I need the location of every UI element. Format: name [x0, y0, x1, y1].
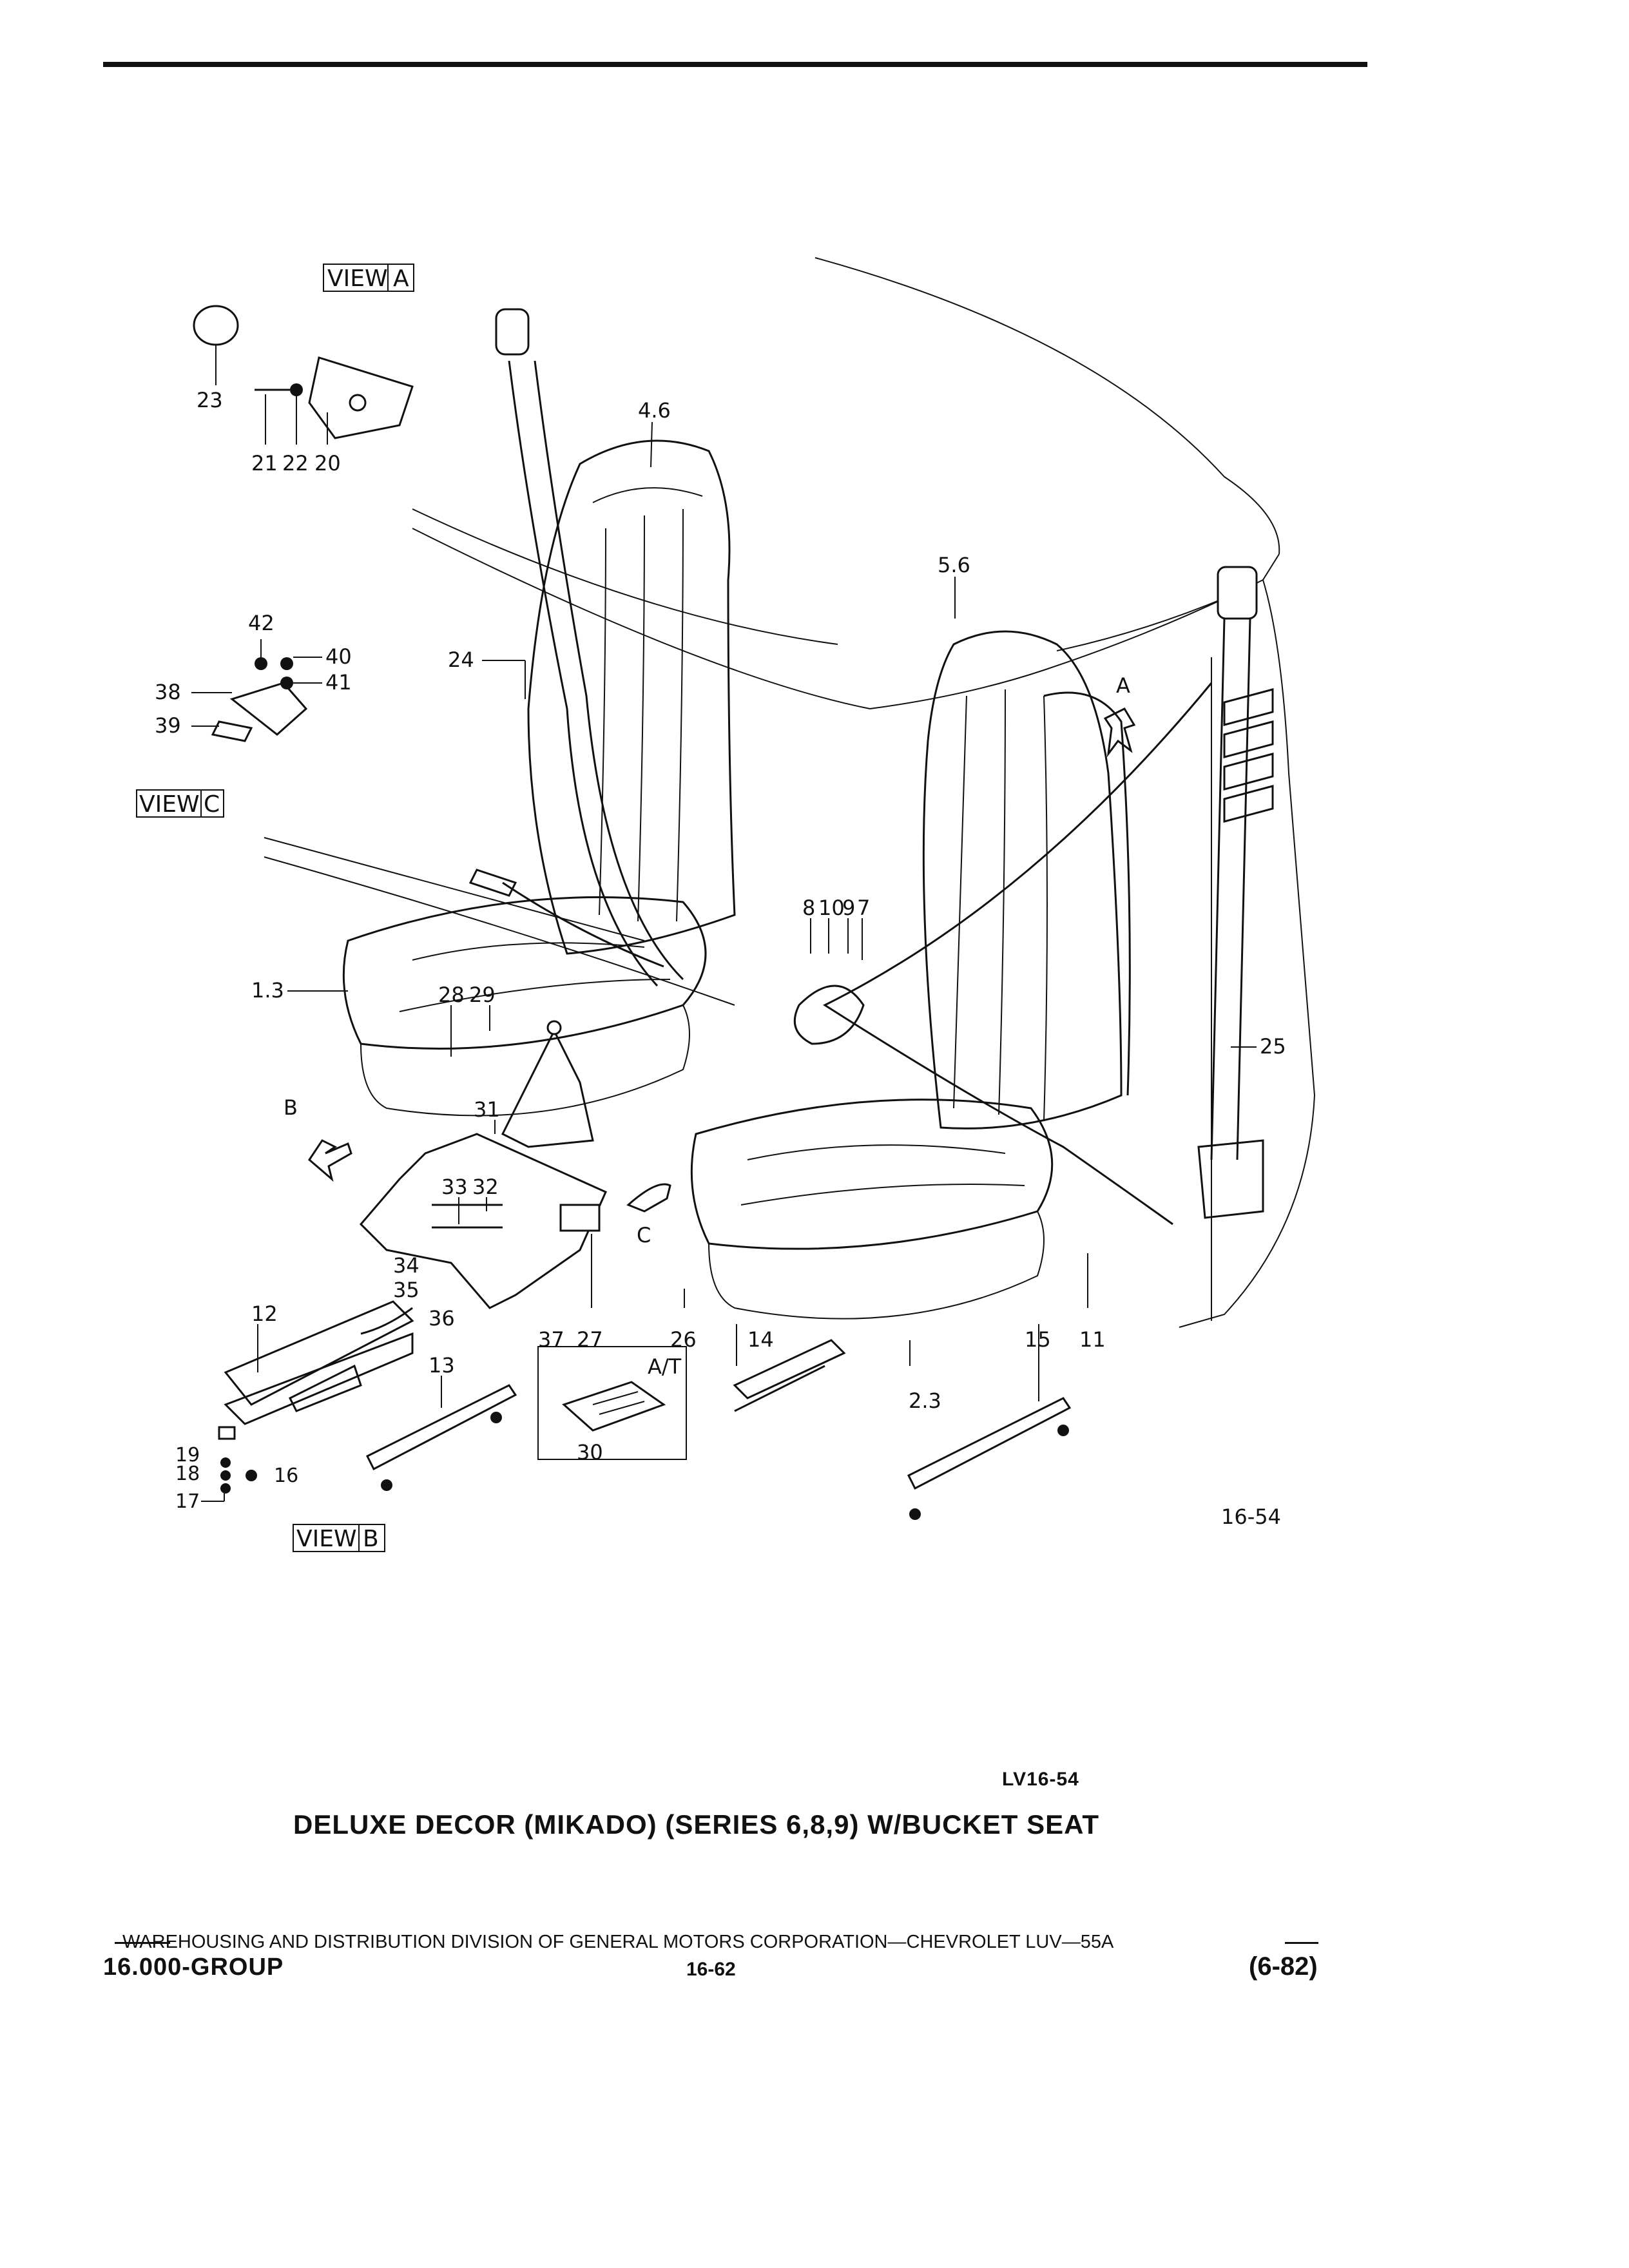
callout-8: 8 [802, 896, 815, 920]
view-b-adjuster [218, 1300, 414, 1494]
callout-37: 37 [538, 1327, 564, 1352]
callout-21: 21 [251, 451, 278, 476]
callout-41: 41 [325, 670, 352, 695]
callout-34: 34 [393, 1253, 419, 1278]
diagram-title: DELUXE DECOR (MIKADO) (SERIES 6,8,9) W/B… [293, 1809, 1099, 1840]
callout-12: 12 [251, 1302, 278, 1326]
seat-rails [365, 1339, 1072, 1520]
callout-labels: 23 21 22 20 42 40 41 38 39 24 4.6 5.6 A … [155, 388, 1286, 1529]
callout-16: 16 [274, 1465, 298, 1487]
footer-date: (6-82) [1249, 1952, 1318, 1981]
view-c-label: VIEW C [136, 789, 224, 818]
figure-number: 16-54 [1221, 1504, 1281, 1529]
callout-40: 40 [325, 644, 352, 669]
footer-rule-right [1285, 1942, 1318, 1944]
callout-38: 38 [155, 680, 181, 704]
callout-a-arrow: A [1116, 673, 1130, 698]
callout-17: 17 [175, 1490, 200, 1513]
callout-19: 19 [175, 1444, 200, 1466]
plate-number: LV16-54 [1002, 1769, 1079, 1790]
svg-text:VIEW: VIEW [139, 791, 200, 818]
cab-outline [264, 257, 1316, 1328]
right-seat [690, 630, 1131, 1320]
callout-35: 35 [393, 1278, 419, 1302]
svg-text:VIEW: VIEW [327, 265, 388, 292]
svg-text:A: A [393, 265, 409, 292]
callout-22: 22 [282, 451, 309, 476]
callout-c-arrow: C [637, 1223, 651, 1247]
belt-right [793, 566, 1264, 1225]
callout-14: 14 [747, 1327, 774, 1352]
view-a-detail [193, 305, 414, 439]
svg-text:C: C [204, 791, 220, 818]
callout-15: 15 [1025, 1327, 1051, 1352]
callout-31: 31 [474, 1097, 500, 1122]
callout-28: 28 [438, 983, 465, 1007]
callout-7: 7 [857, 896, 870, 920]
header-rule [103, 62, 1367, 67]
leader-lines [191, 345, 1257, 1502]
callout-32: 32 [472, 1175, 499, 1199]
callout-2-3: 2.3 [909, 1389, 941, 1413]
callout-36: 36 [429, 1306, 455, 1331]
callout-27: 27 [577, 1327, 603, 1352]
callout-33: 33 [441, 1175, 468, 1199]
callout-1-3: 1.3 [251, 978, 284, 1003]
cab-vents [1223, 688, 1274, 823]
belt-left [468, 308, 684, 987]
callout-25: 25 [1260, 1034, 1286, 1059]
callout-26: 26 [670, 1327, 697, 1352]
callout-9: 9 [842, 896, 855, 920]
callout-10: 10 [818, 896, 845, 920]
callout-5-6: 5.6 [938, 553, 970, 577]
callout-24: 24 [448, 648, 474, 672]
callout-20: 20 [314, 451, 341, 476]
callout-30: 30 [577, 1440, 603, 1465]
callout-11: 11 [1079, 1327, 1106, 1352]
footer-rule-left [115, 1942, 170, 1944]
svg-text:VIEW: VIEW [296, 1526, 357, 1552]
view-a-label: VIEW A [323, 264, 414, 292]
console-shifter [359, 1020, 607, 1309]
svg-text:B: B [363, 1526, 379, 1552]
view-c-detail [211, 657, 308, 742]
page-number: 16-62 [686, 1959, 736, 1980]
callout-13: 13 [429, 1353, 455, 1378]
callout-23: 23 [197, 388, 223, 412]
callout-18: 18 [175, 1463, 200, 1485]
callout-b-arrow: B [284, 1095, 298, 1120]
callout-42: 42 [248, 611, 275, 635]
callout-at: A/T [648, 1354, 682, 1379]
footer-group: 16.000-GROUP [103, 1954, 284, 1981]
at-inset [537, 1346, 687, 1460]
footer-division: WAREHOUSING AND DISTRIBUTION DIVISION OF… [122, 1932, 1114, 1952]
left-seat [342, 439, 736, 1117]
view-b-label: VIEW B [293, 1524, 385, 1552]
view-arrows [308, 707, 1136, 1213]
callout-39: 39 [155, 713, 181, 738]
callout-29: 29 [469, 983, 496, 1007]
callout-4-6: 4.6 [638, 398, 671, 423]
